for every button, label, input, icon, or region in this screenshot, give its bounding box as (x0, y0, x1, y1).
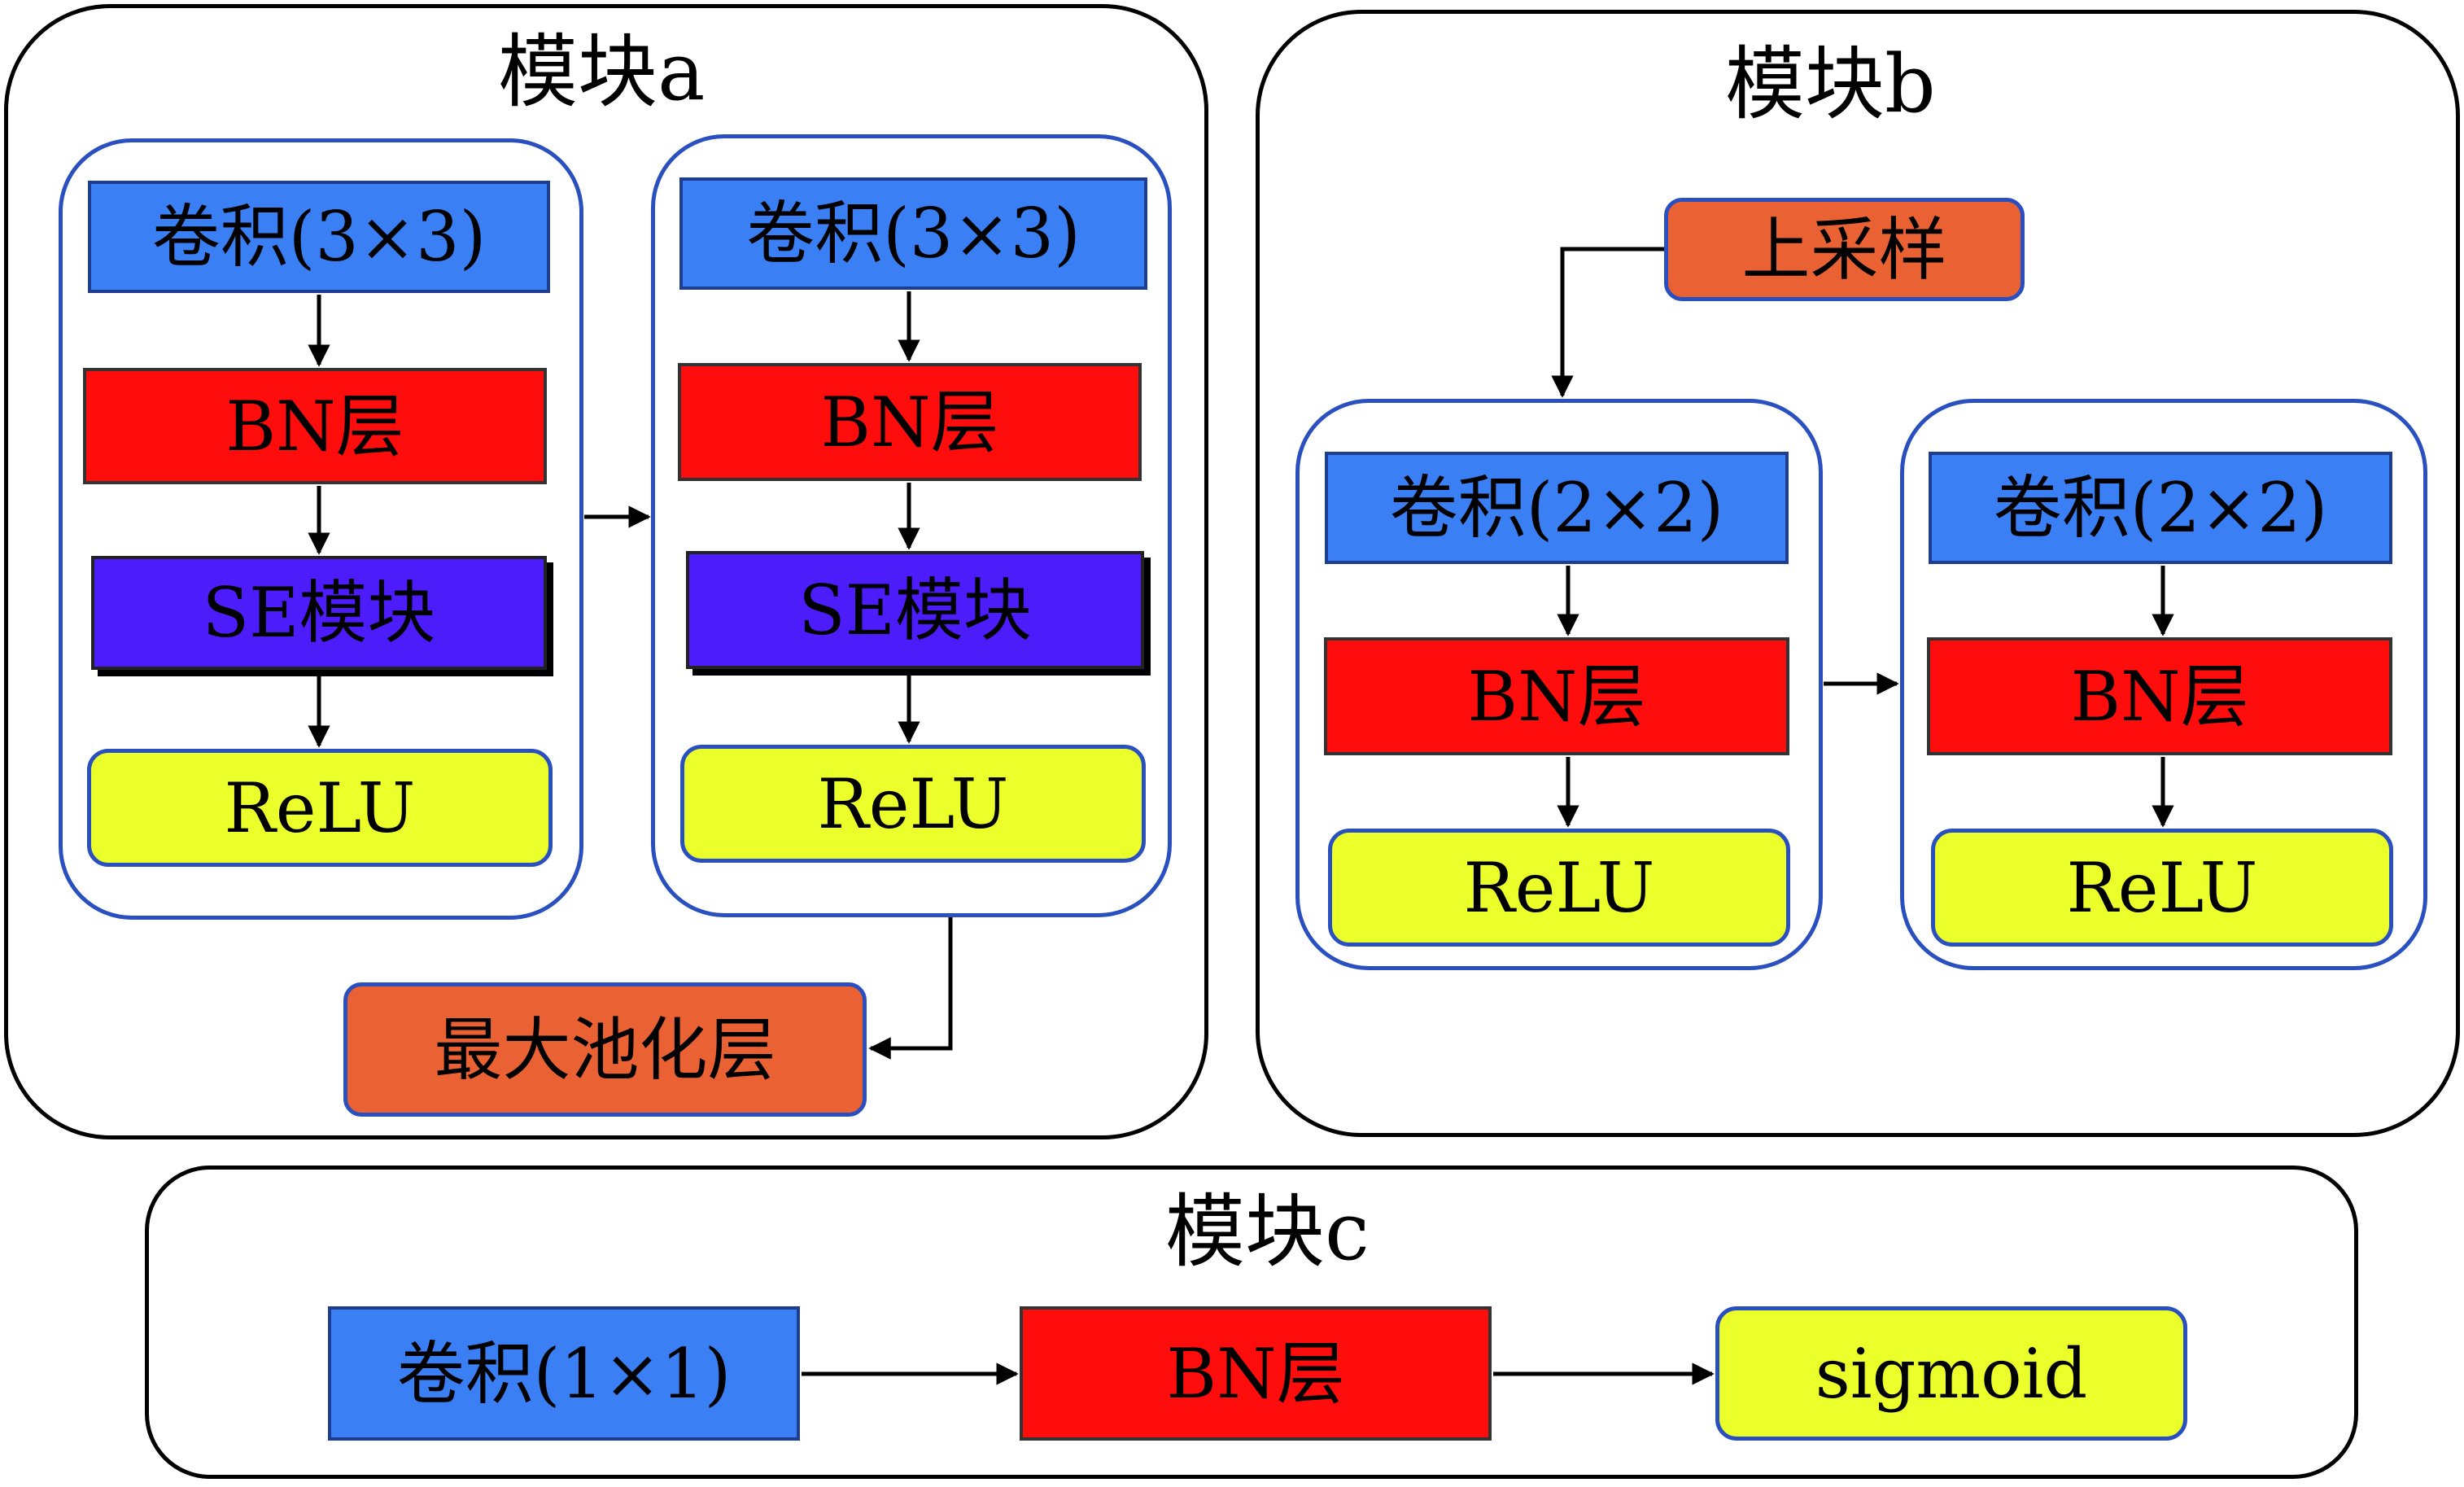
module-b-title: 模块b (1725, 38, 1936, 131)
module-a-left-relu-block: ReLU (87, 749, 553, 867)
module-b (1256, 10, 2460, 1137)
module-a-right-se-block: SE模块 (686, 551, 1144, 669)
module-a-left-group (59, 138, 583, 920)
module-b-left-relu-block: ReLU (1328, 829, 1790, 947)
module-a-title: 模块a (498, 26, 706, 119)
module-a-right-conv-block: 卷积(3×3) (679, 177, 1147, 290)
arrow-a-to-maxpool (868, 917, 953, 1060)
module-b-left-group (1295, 399, 1823, 970)
module-a-left-se-block: SE模块 (91, 556, 547, 670)
module-b-right-group (1900, 399, 2427, 970)
module-a-right-bn-block: BN层 (678, 363, 1142, 481)
module-a-right-group (651, 134, 1172, 917)
arrow-b-upsample-to-group (1551, 247, 1664, 398)
module-b-left-bn-block: BN层 (1324, 637, 1789, 755)
module-c-bn-block: BN层 (1020, 1306, 1492, 1441)
module-a-maxpool-block: 最大池化层 (343, 982, 867, 1117)
module-b-right-relu-block: ReLU (1931, 829, 2393, 947)
module-a-right-relu-block: ReLU (680, 745, 1146, 863)
module-b-right-conv-block: 卷积(2×2) (1929, 452, 2392, 564)
module-a-left-bn-block: BN层 (83, 368, 547, 484)
module-b-left-conv-block: 卷积(2×2) (1325, 452, 1789, 564)
module-c-title: 模块c (1165, 1186, 1370, 1279)
module-b-right-bn-block: BN层 (1927, 637, 2392, 755)
module-a-left-conv-block: 卷积(3×3) (88, 181, 550, 293)
module-c-sigmoid-block: sigmoid (1715, 1306, 2187, 1441)
module-b-upsample-block: 上采样 (1664, 198, 2025, 301)
module-c-conv-block: 卷积(1×1) (328, 1306, 800, 1441)
